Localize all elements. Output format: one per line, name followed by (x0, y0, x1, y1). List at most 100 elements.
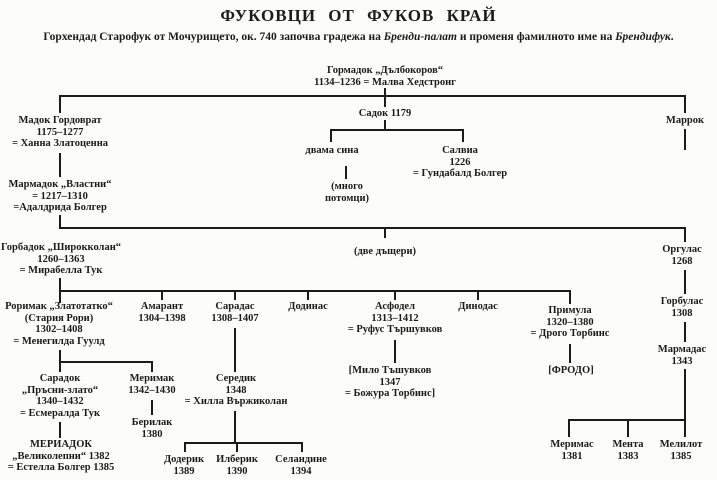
person-text-line: Маррок (665, 115, 705, 126)
connector (236, 442, 238, 452)
person-text-line: [Мило Тъшувков (348, 365, 432, 376)
label-two-daughters: (две дъщери) (354, 246, 416, 258)
connector (59, 361, 61, 372)
connector (684, 369, 686, 421)
person-text-line: „Пръсни-злато“ (21, 384, 99, 396)
connector (394, 290, 396, 300)
person-text-line: 1313–1412 (371, 312, 419, 324)
person-text-line: = 1217–1310 (32, 190, 88, 202)
person-text-line: 1394 (290, 465, 312, 477)
connector (684, 419, 686, 437)
person-text-line: = Есмералда Тук (19, 407, 101, 419)
person-text-line: потомци) (325, 192, 369, 204)
person-text-line: Садок 1179 (358, 108, 412, 119)
connector (301, 442, 303, 452)
connector (569, 290, 571, 304)
person-saradok: Сарадок„Пръсни-злато“1340–1432= Есмералд… (20, 373, 100, 419)
person-meriadok: МЕРИАДОК„Великолепни“ 1382= Естелла Болг… (8, 439, 114, 474)
connector (477, 290, 479, 300)
connector (384, 88, 386, 97)
person-text-line: 1268 (671, 255, 693, 267)
person-gormadok: Гормадок „Дълбокоров“1134–1236 = Малва Х… (314, 65, 456, 88)
connector (330, 129, 332, 142)
person-text-line: Селандине (275, 454, 327, 465)
subtitle-italic-brandybuck: Брендифук (615, 31, 671, 43)
connector (394, 340, 396, 363)
person-text-line: 1175–1277 (36, 126, 84, 138)
person-text-line: = Руфус Тършувков (347, 324, 443, 335)
person-text-line: Гормадок „Дълбокоров“ (326, 65, 443, 76)
connector (59, 215, 61, 229)
person-text-line: = Мирабелла Тук (19, 265, 103, 276)
connector (569, 344, 571, 363)
connector (384, 227, 386, 238)
connector (59, 290, 61, 303)
person-text-line: Оргулас (662, 244, 702, 255)
connector (151, 400, 153, 415)
person-text-line: Додинас (288, 301, 328, 312)
label-two-sons: двама сина (305, 145, 358, 157)
connector (345, 166, 347, 179)
person-text-line: 1381 (561, 450, 583, 462)
connector (684, 270, 686, 294)
connector (59, 95, 686, 97)
person-text-line: Сарадок (39, 373, 81, 384)
person-text-line: МЕРИАДОК (29, 439, 93, 450)
connector (161, 290, 163, 300)
person-text-line: 1390 (226, 465, 248, 477)
person-text-line: „Великолепни“ 1382 (12, 450, 110, 462)
connector (684, 322, 686, 342)
person-text-line: 1348 (225, 384, 247, 396)
connector (462, 129, 464, 142)
person-text-line: 1226 (449, 156, 471, 168)
person-text-line: Мелилот (659, 439, 703, 450)
person-text-line: Меримак (129, 373, 175, 384)
connector (627, 419, 629, 437)
person-text-line: 1308 (671, 307, 693, 319)
person-text-line: Салвиа (442, 145, 478, 156)
person-text-line: = Божура Торбинс] (344, 388, 436, 399)
person-text-line: = Ханна Златоценна (11, 138, 109, 149)
person-text-line: Берилак (131, 417, 173, 428)
page-title: ФУКОВЦИ ОТ ФУКОВ КРАЙ (220, 6, 497, 25)
connector (384, 120, 386, 131)
person-text-line: 1380 (141, 428, 163, 440)
person-text-line: 1304–1398 (138, 312, 186, 324)
connector (59, 227, 686, 229)
connector (59, 95, 61, 113)
person-marmadok: Мармадок „Властни“= 1217–1310=Адалдрида … (9, 179, 112, 214)
subtitle-text: и променя фамилното име на (456, 31, 616, 43)
person-text-line: = Хилла Вържиколан (184, 396, 288, 407)
person-text-line: Меримас (550, 439, 594, 450)
person-rorimak: Роримак „Златотатко“(Стария Рори)1302–14… (5, 301, 113, 347)
person-text-line: 1308–1407 (211, 312, 259, 324)
person-text-line: (две дъщери) (353, 246, 417, 257)
person-text-line: 1302–1408 (35, 324, 83, 335)
connector (307, 290, 309, 300)
person-sadok: Садок 1179 (359, 108, 412, 120)
person-text-line: Примула (548, 305, 592, 316)
person-text-line: Роримак „Златотатко“ (5, 301, 113, 312)
person-text-line: Илберик (216, 454, 258, 465)
subtitle-text: Горхендад Старофук от Мочурището, ок. 74… (43, 31, 384, 43)
person-text-line: 1343 (671, 355, 693, 367)
connector (59, 278, 61, 292)
connector (234, 290, 236, 300)
connector (59, 350, 61, 363)
subtitle-italic-brandy-hall: Бренди-палат (383, 31, 457, 43)
person-frodo: [ФРОДО] (548, 365, 593, 377)
